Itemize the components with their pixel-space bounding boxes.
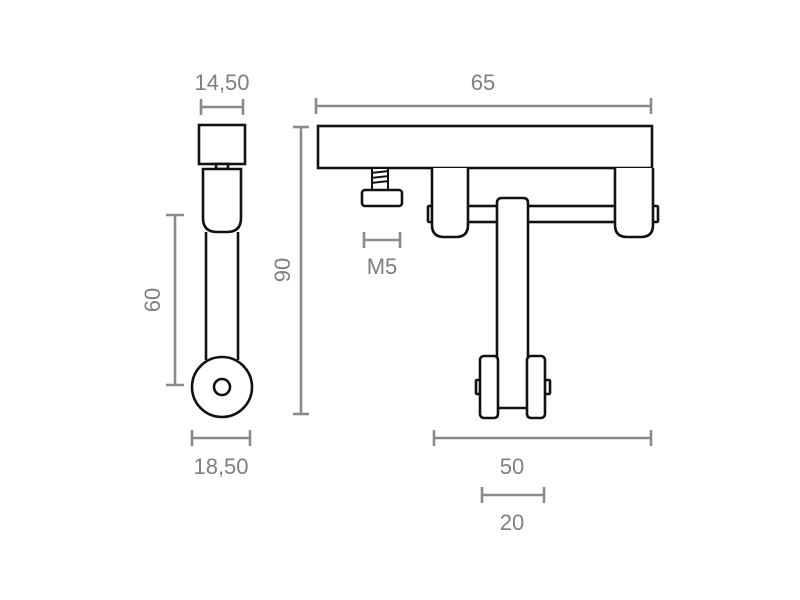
screw bbox=[360, 167, 404, 208]
upper-wheel-left bbox=[430, 168, 470, 239]
label-wheel-width: 18,50 bbox=[193, 454, 248, 479]
mounting-plate bbox=[316, 124, 654, 170]
label-overall-width: 65 bbox=[471, 70, 495, 95]
dimension-lower-wheel-width: 20 bbox=[480, 487, 546, 535]
top-block bbox=[197, 123, 247, 166]
label-lower-wheel-width: 20 bbox=[500, 510, 524, 535]
dimension-wheelbase: 50 bbox=[432, 430, 653, 479]
label-top-width: 14,50 bbox=[194, 70, 249, 95]
side-view: 14,50 60 18,50 bbox=[140, 70, 254, 479]
dimension-arm-length: 60 bbox=[140, 213, 184, 387]
upper-wheel-right bbox=[613, 168, 655, 239]
dimension-overall-height: 90 bbox=[270, 125, 309, 416]
lower-wheel-right bbox=[525, 354, 547, 420]
hanger-arm bbox=[495, 196, 530, 418]
label-wheelbase: 50 bbox=[500, 454, 524, 479]
dimension-wheel-width: 18,50 bbox=[190, 430, 252, 479]
dimension-overall-width: 65 bbox=[314, 70, 653, 114]
dimension-top-width: 14,50 bbox=[194, 70, 250, 115]
label-arm-length: 60 bbox=[140, 288, 165, 312]
upper-axle bbox=[464, 204, 620, 224]
front-view: 65 90 M5 bbox=[270, 70, 660, 535]
wheel-axle bbox=[212, 377, 232, 397]
lower-wheel-left bbox=[478, 354, 500, 420]
label-overall-height: 90 bbox=[270, 258, 295, 282]
upper-housing bbox=[201, 167, 243, 234]
dimension-screw: M5 bbox=[362, 232, 402, 279]
arm bbox=[204, 232, 240, 360]
screw-head bbox=[360, 188, 404, 208]
label-screw: M5 bbox=[367, 254, 398, 279]
